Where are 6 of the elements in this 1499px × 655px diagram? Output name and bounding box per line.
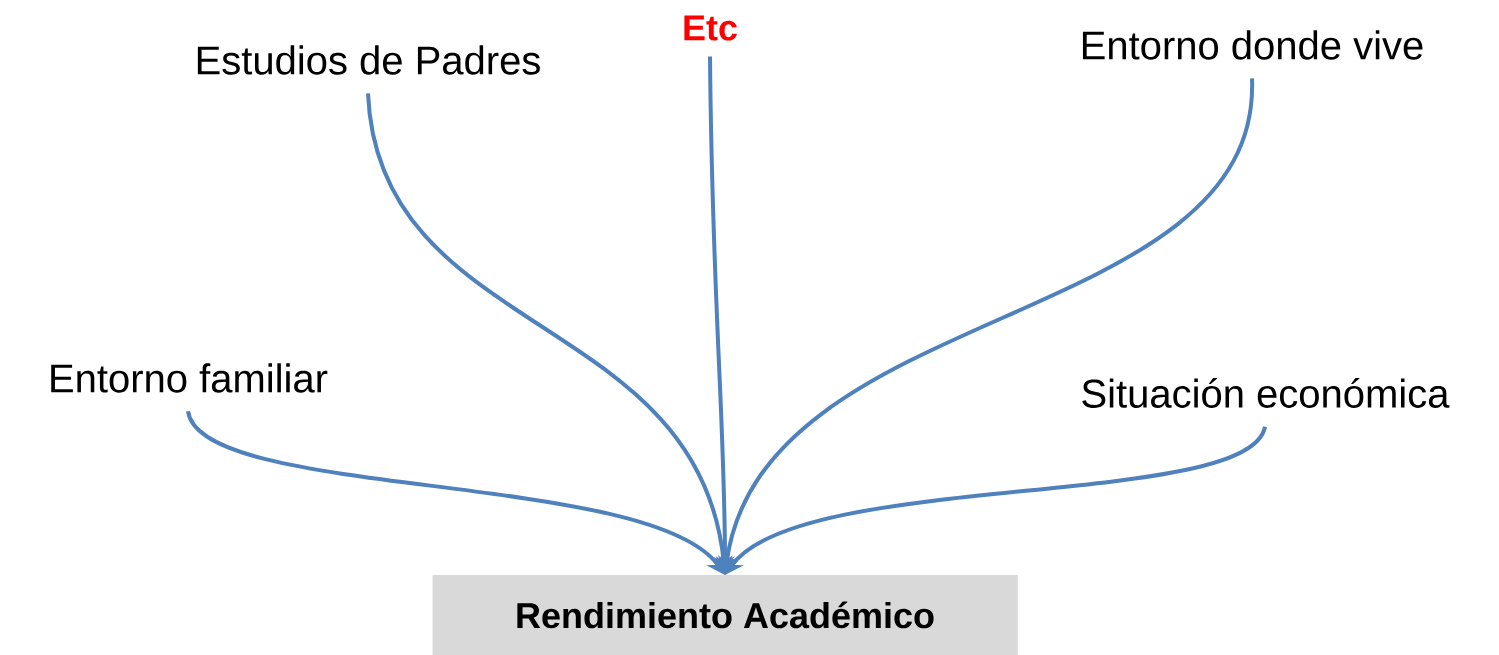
factor-label: Entorno donde vive: [1082, 30, 1423, 60]
result-box: Rendimiento Académico: [432, 575, 1018, 655]
factor-label: Entorno familiar: [51, 363, 328, 393]
factor-label: Estudios de Padres: [197, 45, 540, 75]
factor-label: Etc: [684, 15, 737, 41]
factor-label: Situación económica: [1082, 378, 1450, 408]
